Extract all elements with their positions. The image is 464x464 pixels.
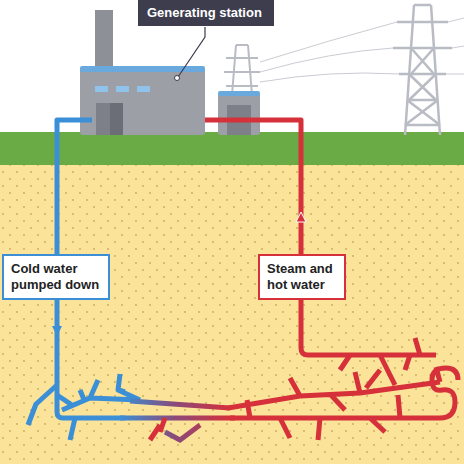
- callout-box: Steam and hot water: [258, 254, 346, 300]
- grass: [0, 132, 464, 165]
- station-building: [80, 68, 205, 135]
- small-pylon: [224, 45, 260, 95]
- mixing-pipe: [120, 401, 235, 440]
- power-lines: [260, 18, 464, 82]
- label-text: Generating station: [147, 5, 265, 21]
- chimney: [95, 10, 113, 72]
- label-text: Cold water pumped down: [11, 261, 101, 293]
- door: [96, 103, 123, 135]
- turbine-roof: [218, 91, 260, 96]
- windows: [95, 86, 150, 92]
- leader-line: [175, 27, 206, 81]
- callout-box: Cold water pumped down: [2, 254, 110, 300]
- title-tag: Generating station: [138, 0, 274, 26]
- flow-arrow-down: [52, 326, 62, 336]
- turbine-building: [218, 93, 260, 135]
- label-text: Steam and hot water: [267, 261, 337, 293]
- door-shade: [110, 103, 123, 135]
- pylon: [393, 5, 452, 135]
- hot-pipe: [150, 120, 458, 440]
- station-roof: [80, 66, 205, 72]
- flow-arrow-up: [296, 212, 306, 222]
